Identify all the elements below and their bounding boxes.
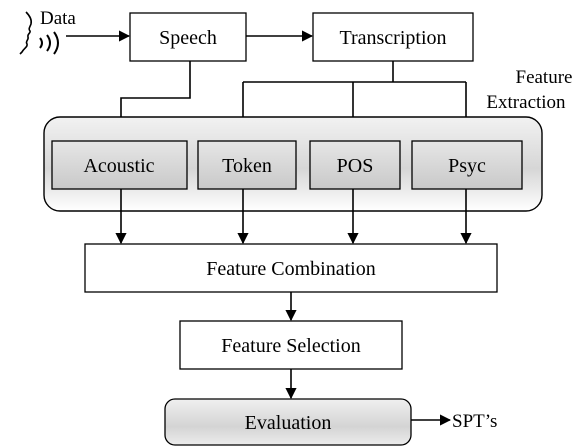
feature-selection-label: Feature Selection [221,335,360,357]
transcription-box: Transcription [312,12,474,62]
psyc-box: Psyc [411,140,523,190]
psyc-label: Psyc [448,155,486,177]
pos-box: POS [309,140,401,190]
feature-extraction-label-line1: Feature [516,67,573,88]
feature-selection-box: Feature Selection [179,320,403,370]
feature-combination-box: Feature Combination [84,243,498,293]
feature-extraction-label-line2: Extraction [486,92,566,113]
pos-label: POS [337,155,374,177]
token-label: Token [222,155,272,177]
feature-combination-label: Feature Combination [206,258,375,280]
speech-label: Speech [159,27,217,49]
speaking-head-icon [19,11,59,55]
output-label: SPT’s [452,411,497,432]
transcription-label: Transcription [339,27,446,49]
evaluation-box: Evaluation [164,398,412,446]
speech-box: Speech [129,12,247,62]
acoustic-box: Acoustic [51,140,188,190]
acoustic-label: Acoustic [83,155,154,177]
data-label: Data [40,8,76,29]
evaluation-label: Evaluation [245,412,332,434]
token-box: Token [197,140,297,190]
